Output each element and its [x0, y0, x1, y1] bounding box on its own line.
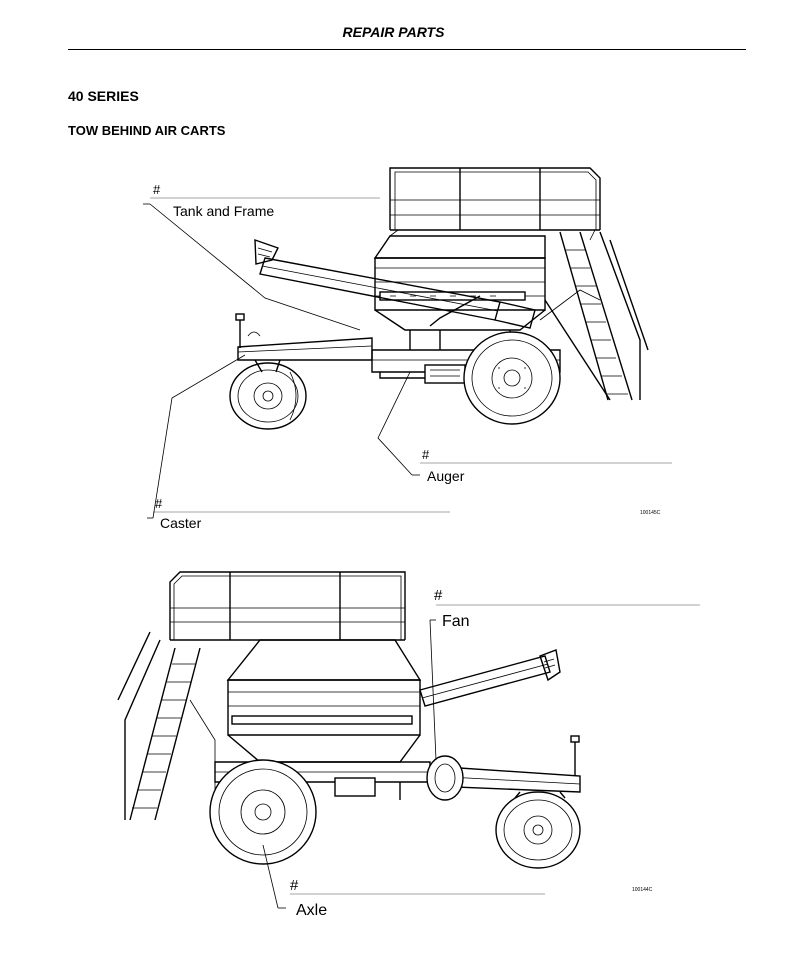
callout-caster-label: Caster	[160, 515, 202, 531]
header-rule	[68, 49, 746, 50]
air-cart-drawing-bottom	[117, 571, 581, 869]
callout-tank-label: Tank and Frame	[173, 203, 274, 219]
auger-top	[254, 239, 536, 329]
callout-caster-number: #	[155, 496, 163, 511]
callout-axle-label: Axle	[296, 902, 327, 919]
caster-wheel-bottom	[495, 791, 581, 869]
callout-fan-number: #	[434, 587, 443, 604]
railing-bottom	[169, 571, 406, 641]
page-header-title: REPAIR PARTS	[342, 24, 445, 40]
section-title: 40 SERIES	[68, 88, 139, 104]
tow-hitch-top	[235, 313, 373, 361]
callout-leaders-top	[143, 197, 672, 519]
callout-auger-label: Auger	[427, 468, 465, 484]
subsection-title: TOW BEHIND AIR CARTS	[68, 123, 226, 138]
tank-bottom	[226, 639, 422, 763]
fan-bottom	[426, 755, 464, 801]
callout-auger-number: #	[422, 447, 430, 462]
callout-fan-label: Fan	[442, 613, 470, 630]
main-wheel-bottom	[209, 759, 317, 865]
figure-code-bottom: 100144C	[632, 887, 653, 893]
air-cart-drawing-top	[229, 167, 649, 430]
railing-top	[389, 167, 601, 241]
callout-axle-number: #	[290, 877, 299, 894]
ladder-top	[539, 231, 649, 401]
callout-tank-number: #	[153, 182, 161, 197]
main-wheel-top	[463, 331, 561, 425]
frame-bottom	[214, 761, 431, 800]
caster-wheel-top	[229, 359, 307, 430]
figure-code-top: 100145C	[640, 510, 661, 516]
auger-bottom	[419, 649, 561, 707]
callout-leaders-bottom	[262, 604, 700, 909]
ladder-bottom	[117, 631, 216, 821]
